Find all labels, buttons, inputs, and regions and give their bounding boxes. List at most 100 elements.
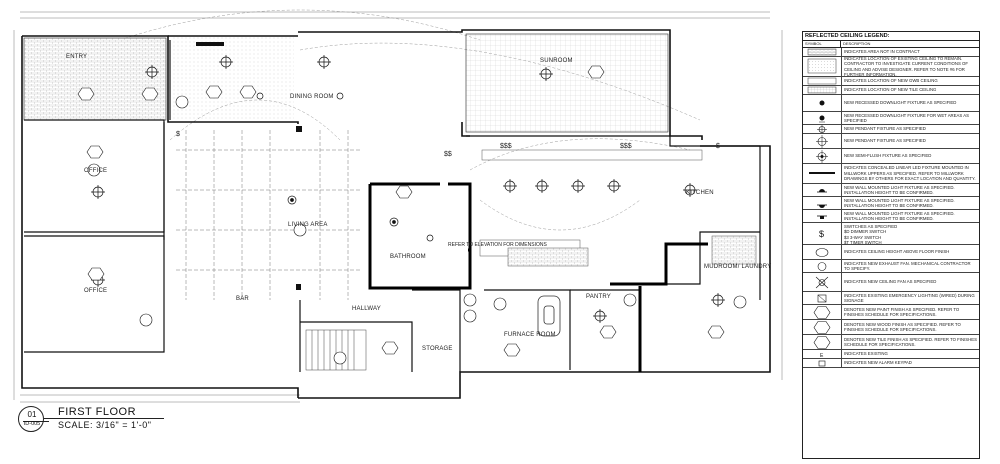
paint-finish-icon [803,305,842,319]
wood-finish-icon [141,87,159,101]
legend-row: INDICATES AREA NOT IN CONTRACT [803,48,979,57]
legend-description: DENOTES NEW WOOD FINISH AS SPECIFIED. RE… [842,320,979,334]
legend-row: NEW PENDANT FIXTURE AS SPECIFIED [803,125,979,134]
legend-description: NEW PENDANT FIXTURE AS SPECIFIED [842,134,928,148]
paint-finish-icon [587,65,605,79]
room-label-kitchen: KITCHEN [686,190,714,196]
ceiling-height-icon [139,313,153,327]
svg-text:$: $ [819,229,824,239]
legend-row: INDICATES CEILING HEIGHT ABOVE FLOOR FIN… [803,245,979,260]
legend-row: INDICATES LOCATION OF NEW TILE CEILING [803,86,979,95]
room-label-entry: ENTRY [66,54,87,60]
existing-icon: E [803,350,842,358]
beam-grid [176,130,360,300]
ceiling-height-icon [493,297,507,311]
view-number-bubble: 01 ID-005 [18,406,49,432]
legend-text: DENOTES NEW PAINT FINISH AS SPECIFIED. R… [844,306,960,317]
wall-sconce-3-icon [803,210,842,222]
pendant-icon [593,309,607,323]
legend-row: NEW SEMI-FLUSH FIXTURE AS SPECIFIED [803,149,979,164]
legend-text: INDICATES CEILING HEIGHT ABOVE FLOOR FIN… [844,249,950,255]
legend-row: INDICATES NEW EXHAUST FAN. MECHANICAL CO… [803,260,979,273]
legend-description: DENOTES NEW PAINT FINISH AS SPECIFIED. R… [842,305,979,319]
legend-description: NEW WALL MOUNTED LIGHT FIXTURE AS SPECIF… [842,210,979,222]
legend-row: NEW WALL MOUNTED LIGHT FIXTURE AS SPECIF… [803,184,979,197]
recessed-downlight-icon [803,95,842,111]
recessed-downlight-icon [336,92,344,100]
legend-text: INDICATES AREA NOT IN CONTRACT [844,49,920,55]
wood-finish-icon [205,85,223,99]
reflected-ceiling-legend: REFLECTED CEILING LEGEND: SYMBOL DESCRIP… [802,31,980,459]
switch-icon: $ [803,223,842,244]
semi-flush-icon [803,149,842,163]
alarm-keypad-icon [803,359,842,367]
room-label-sunroom: SUNROOM [540,58,573,64]
dotted-area-icon [803,57,842,76]
ceiling-height-icon [733,295,747,309]
room-label-bathroom: BATHROOM [390,254,426,260]
tile-finish-icon [395,185,413,199]
ceiling-fan-icon [803,273,842,291]
ceiling-height-icon [333,351,347,365]
tile-finish-icon [803,335,842,349]
legend-text: INDICATES LOCATION OF EXISTING CEILING T… [844,55,968,77]
finish-tags [77,65,725,357]
paint-finish-icon [599,325,617,339]
legend-text: INDICATES EXISTING [844,351,888,357]
ceiling-height-icon [87,163,101,177]
pendant-icon [711,293,725,307]
legend-title: REFLECTED CEILING LEGEND: [803,32,979,41]
legend-header: SYMBOL DESCRIPTION [803,41,979,48]
legend-row: DENOTES NEW PAINT FINISH AS SPECIFIED. R… [803,305,979,320]
ceiling-height-icon [175,95,189,109]
semi-flush-icon [287,195,297,205]
room-label-mudroom: MUDROOM/ LAUNDRY [704,264,771,270]
legend-row: DENOTES NEW TILE FINISH AS SPECIFIED. RE… [803,335,979,350]
legend-row: NEW WALL MOUNTED LIGHT FIXTURE AS SPECIF… [803,210,979,223]
legend-text: INDICATES NEW CEILING FAN AS SPECIFIED [844,279,937,285]
kitchen-millwork [479,149,757,267]
paint-finish-icon [381,341,399,355]
legend-description: INDICATES NEW ALARM KEYPAD [842,359,914,367]
pendant-icon [571,179,585,193]
ceiling-height-icon [803,245,842,259]
wall-sconce-icon [803,184,842,196]
legend-text: INDICATES CONCEALED LINEAR LED FIXTURE M… [844,165,976,182]
legend-row: INDICATES LOCATION OF EXISTING CEILING T… [803,55,979,77]
legend-row: NEW RECESSED DOWNLIGHT FIXTURE FOR WET A… [803,112,979,125]
pendant-icon [539,67,553,81]
legend-description: NEW WALL MOUNTED LIGHT FIXTURE AS SPECIF… [842,184,979,196]
legend-description: INDICATES NEW EXHAUST FAN. MECHANICAL CO… [842,260,979,272]
ceiling-height-icon [293,223,307,237]
linear-led-icon [803,164,842,183]
legend-description: INDICATES CONCEALED LINEAR LED FIXTURE M… [842,164,979,183]
legend-row: NEW WALL MOUNTED LIGHT FIXTURE AS SPECIF… [803,197,979,210]
room-label-living: LIVING AREA [288,222,328,228]
switch-icon: $$$ [500,143,512,150]
dimension-lines [13,11,783,403]
wood-finish-icon [239,85,257,99]
legend-description: NEW WALL MOUNTED LIGHT FIXTURE AS SPECIF… [842,197,979,209]
gwb-ceiling-icon [803,77,842,85]
pendant-icon [91,185,105,199]
sunroom-tile-area [465,33,669,133]
room-label-pantry: PANTRY [586,294,611,300]
switch-icon: $$ [444,151,452,158]
legend-description: INDICATES LOCATION OF NEW TILE CEILING [842,86,938,94]
legend-subtext: $3 3-WAY SWITCH [844,234,882,240]
tile-ceiling-icon [803,86,842,94]
bubble-divider [23,421,49,422]
semi-flush-icon [389,217,399,227]
legend-text: INDICATES EXISTING EMERGENCY LIGHTING (W… [844,292,975,303]
light-fixtures [91,55,725,323]
legend-row: DENOTES NEW WOOD FINISH AS SPECIFIED. RE… [803,320,979,335]
legend-row: NEW RECESSED DOWNLIGHT FIXTURE AS SPECIF… [803,95,979,112]
interior-walls [24,40,761,372]
legend-text: INDICATES NEW EXHAUST FAN. MECHANICAL CO… [844,260,971,271]
bathroom-heavy-walls [368,182,708,372]
pendant-icon [535,179,549,193]
legend-text: NEW SEMI-FLUSH FIXTURE AS SPECIFIED [844,153,932,159]
legend-row: $SWITCHES AS SPECIFIED$D DIMMER SWITCH$3… [803,223,979,245]
paint-finish-icon [86,145,104,159]
